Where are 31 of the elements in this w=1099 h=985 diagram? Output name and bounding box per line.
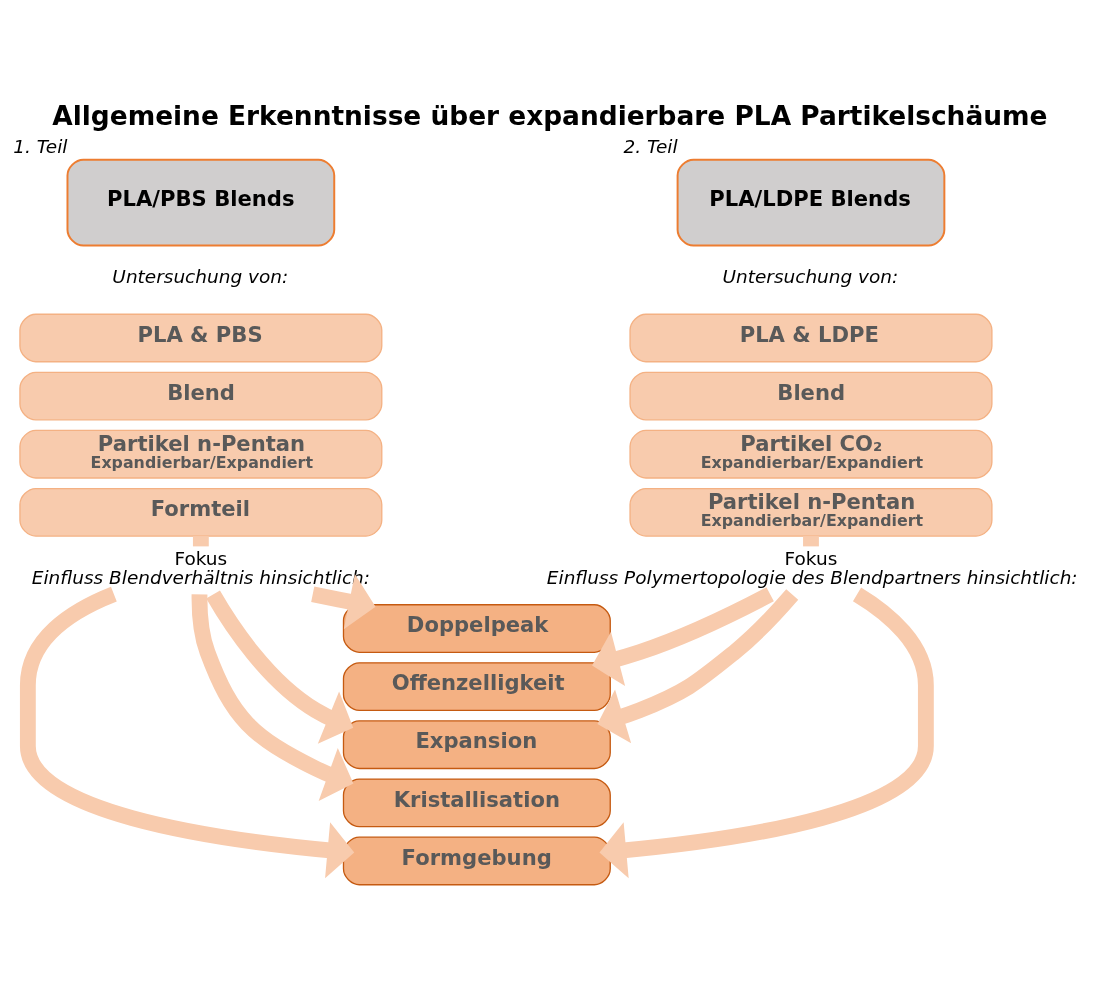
node-box: Offenzelligkeit (342, 662, 611, 712)
node-box: Kristallisation (342, 778, 611, 828)
node-box: PLA & PBS (19, 313, 383, 363)
label: Untersuchung von: (112, 266, 289, 288)
node-box: Blend (629, 371, 993, 421)
node-box: PLA & LDPE (629, 313, 993, 363)
node-box: Doppelpeak (342, 604, 611, 653)
arrow (599, 587, 934, 879)
node-text: Fokus Einfluss Polymertopologie des Blendpartners hinsichtlich: (546, 548, 1078, 588)
node-text: Fokus Einfluss Blendverhältnis hinsichtlich: (31, 548, 371, 588)
arrow (191, 594, 354, 801)
node-box: Partikel n-Pentan Expandierbar/Expandiert (19, 429, 383, 479)
node-box: Formteil (19, 487, 383, 537)
node-label: 2. Teil (623, 136, 678, 158)
node-box: PLA/LDPE Blends (676, 158, 946, 247)
diagram-title: Allgemeine Erkenntnisse über expandierbare PLA Partikelschäume (52, 100, 1048, 132)
arrow (592, 587, 774, 687)
node-box: Formgebung (342, 836, 611, 886)
node-box: Partikel CO₂ Expandierbar/Expandiert (629, 429, 993, 479)
node-label: 1. Teil (13, 136, 68, 158)
node-box: Partikel n-Pentan Expandierbar/Expandiert (629, 487, 993, 537)
arrow (19, 586, 355, 879)
node-box: Blend (19, 371, 383, 421)
arrow (206, 590, 354, 744)
connector (192, 536, 209, 547)
arrow (597, 589, 799, 744)
label: Untersuchung von: (722, 266, 899, 288)
arrow (311, 574, 376, 630)
connector (803, 536, 819, 547)
node-box: PLA/PBS Blends (66, 158, 336, 247)
node-box: Expansion (342, 720, 611, 770)
